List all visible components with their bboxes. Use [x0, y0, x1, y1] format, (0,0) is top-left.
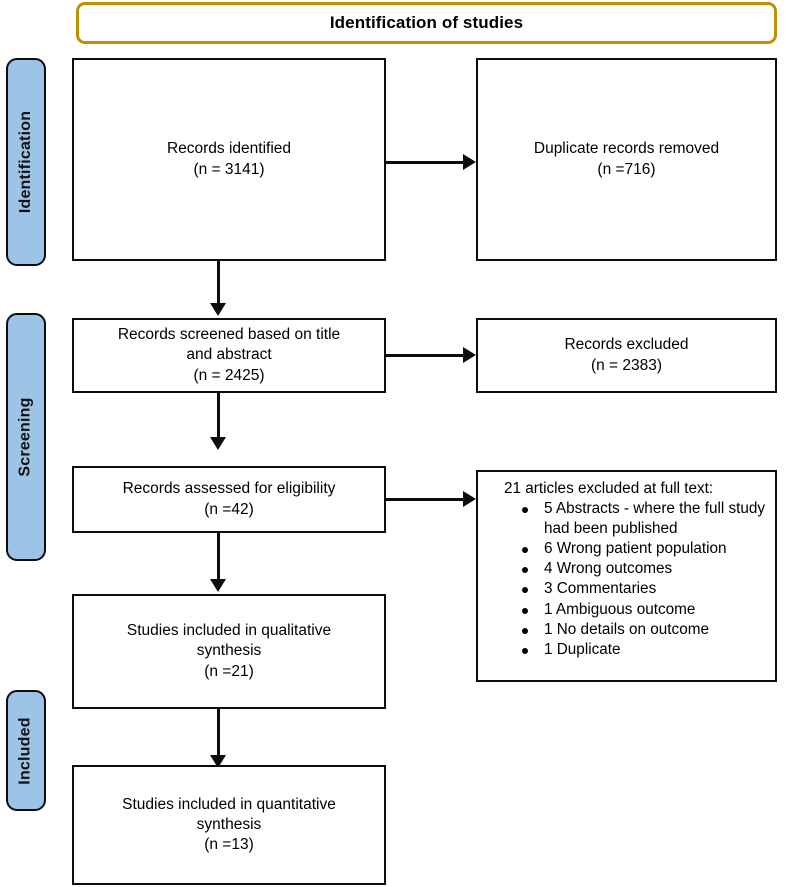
node-records-identified: Records identified (n = 3141) — [72, 58, 386, 261]
node-line-1: Studies included in quantitative — [122, 795, 336, 813]
node-text: Records assessed for eligibility (n =42) — [123, 479, 336, 519]
list-item: 1 Duplicate — [518, 640, 769, 659]
list-item: 3 Commentaries — [518, 579, 769, 598]
connector-identified-to-duplicates — [386, 161, 464, 164]
node-line-2: synthesis — [196, 815, 262, 833]
node-line-2: (n =42) — [204, 500, 254, 518]
arrowhead-eligibility-to-qualitative — [210, 579, 226, 592]
node-line-3: (n = 2425) — [193, 366, 265, 384]
node-line-2: synthesis — [196, 642, 262, 660]
node-duplicate-records-removed: Duplicate records removed (n =716) — [476, 58, 777, 261]
connector-qualitative-to-quantitative — [217, 709, 220, 759]
phase-label-screening: Screening — [6, 313, 46, 561]
node-line-1: Records assessed for eligibility — [122, 480, 336, 498]
diagram-title-banner: Identification of studies — [76, 2, 777, 44]
node-text: Records identified (n = 3141) — [167, 139, 291, 179]
node-line-1: Records identified — [166, 140, 292, 158]
phase-label-text: Screening — [17, 397, 35, 477]
list-item: 6 Wrong patient population — [518, 539, 769, 558]
node-line-2: (n =716) — [597, 160, 656, 178]
exclusion-list-heading: 21 articles excluded at full text: — [504, 480, 714, 497]
node-line-1: Duplicate records removed — [533, 140, 720, 158]
node-text: Studies included in quantitative synthesi… — [122, 795, 336, 855]
node-line-3: (n =21) — [204, 662, 254, 680]
connector-screened-to-excluded — [386, 354, 464, 357]
list-item: 1 Ambiguous outcome — [518, 600, 769, 619]
node-line-1: Records screened based on title — [117, 326, 341, 344]
phase-label-text: Identification — [17, 110, 35, 214]
list-item: 5 Abstracts - where the full study had b… — [518, 499, 769, 538]
list-item: 1 No details on outcome — [518, 620, 769, 639]
exclusion-reason-list: 5 Abstracts - where the full study had b… — [488, 499, 769, 659]
arrowhead-identified-to-duplicates — [463, 154, 476, 170]
node-line-3: (n =13) — [204, 836, 254, 854]
arrowhead-qualitative-to-quantitative — [210, 755, 226, 768]
arrowhead-screened-to-excluded — [463, 347, 476, 363]
phase-label-text: Included — [17, 716, 35, 785]
list-item: 4 Wrong outcomes — [518, 559, 769, 578]
node-studies-qualitative-synthesis: Studies included in qualitative synthesis… — [72, 594, 386, 709]
arrowhead-eligibility-to-exclusions — [463, 491, 476, 507]
node-exclusion-reasons-list: 21 articles excluded at full text: 5 Abs… — [476, 470, 777, 682]
connector-identified-to-screened — [217, 261, 220, 305]
node-line-2: and abstract — [186, 346, 272, 364]
node-line-2: (n = 3141) — [193, 160, 265, 178]
phase-label-included: Included — [6, 690, 46, 811]
node-line-1: Records excluded — [564, 336, 689, 354]
connector-eligibility-to-qualitative — [217, 533, 220, 581]
arrowhead-identified-to-screened — [210, 303, 226, 316]
node-text: Records excluded (n = 2383) — [564, 335, 688, 375]
page-title: Identification of studies — [329, 13, 524, 32]
connector-screened-to-eligibility — [217, 393, 220, 439]
node-text: Records screened based on title and abstr… — [118, 325, 340, 385]
node-line-1: Studies included in qualitative — [126, 622, 332, 640]
node-records-excluded: Records excluded (n = 2383) — [476, 318, 777, 393]
connector-eligibility-to-exclusions — [386, 498, 464, 501]
node-records-assessed-eligibility: Records assessed for eligibility (n =42) — [72, 466, 386, 533]
node-text: Studies included in qualitative synthesis… — [127, 621, 331, 681]
node-records-screened: Records screened based on title and abstr… — [72, 318, 386, 393]
node-line-2: (n = 2383) — [590, 356, 663, 374]
node-studies-quantitative-synthesis: Studies included in quantitative synthesi… — [72, 765, 386, 885]
arrowhead-screened-to-eligibility — [210, 437, 226, 450]
node-text: Duplicate records removed (n =716) — [534, 139, 719, 179]
phase-label-identification: Identification — [6, 58, 46, 266]
